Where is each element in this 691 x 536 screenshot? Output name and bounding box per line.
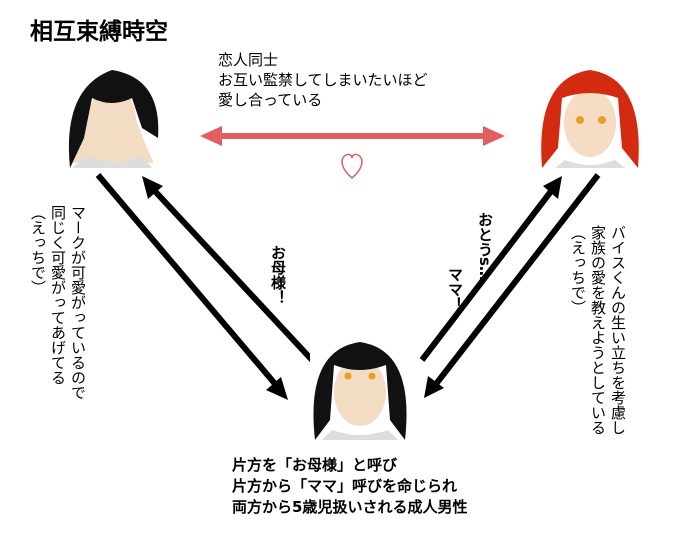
arrow-right-down — [424, 173, 601, 398]
text-line: 片方を「お母様」と呼び — [232, 456, 398, 474]
arrow-left-up — [142, 176, 315, 363]
portrait-vice — [540, 68, 640, 168]
heart-icon — [341, 153, 363, 179]
text-line: 愛し合っている — [218, 91, 323, 109]
arrow-right-up — [419, 176, 562, 362]
text-line: 両方から5歳児扱いされる成人男性 — [232, 498, 468, 516]
text-line: おとうs… — [476, 212, 494, 281]
portrait-adult-male — [310, 340, 410, 440]
text-line: 同じく可愛がってあげてる — [49, 205, 67, 385]
text-line: （えっちで） — [569, 225, 587, 315]
portrait-mark — [62, 68, 162, 168]
top-relation-text: 恋人同士 お互い監禁してしまいたいほど 愛し合っている — [218, 50, 428, 110]
call-to-left: お母様！ — [269, 245, 287, 305]
text-line: バイスくんの生い立ちを考慮し — [609, 225, 627, 435]
right-note: バイスくんの生い立ちを考慮し 家族の愛を教えようとしている （えっちで） — [568, 225, 628, 485]
text-line: 恋人同士 — [218, 51, 279, 69]
call-to-right: おとうs… ママ！ — [440, 212, 500, 342]
page-title: 相互束縛時空 — [30, 19, 168, 45]
text-line: 家族の愛を教えようとしている — [589, 225, 607, 435]
text-line: お互い監禁してしまいたいほど — [218, 71, 428, 89]
double-arrow-pink — [200, 126, 505, 146]
bottom-note: 片方を「お母様」と呼び 片方から「ママ」呼びを命じられ 両方から5歳児扱いされる… — [232, 455, 467, 518]
text-line: （えっちで） — [29, 205, 47, 295]
left-note: マークが可愛がっているので 同じく可愛がってあげてる （えっちで） — [28, 205, 88, 445]
text-line: マークが可愛がっているので — [69, 205, 87, 400]
text-line: 片方から「ママ」呼びを命じられ — [232, 477, 458, 495]
arrow-left-down — [95, 173, 288, 400]
text-line: ママ！ — [446, 267, 464, 312]
